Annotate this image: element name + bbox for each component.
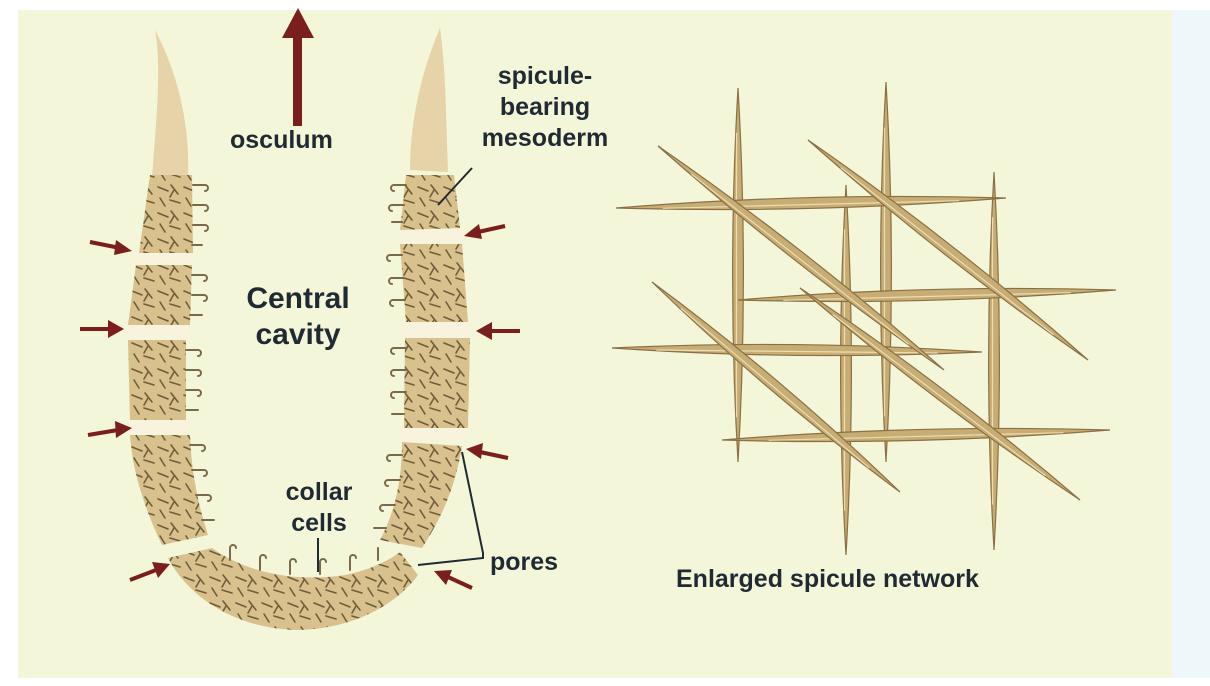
central-cavity-line-2: cavity <box>222 320 374 350</box>
pore-band <box>126 325 190 340</box>
central-cavity-label: Central cavity <box>222 284 374 350</box>
collar-cells-label: collar cells <box>264 480 374 536</box>
spicule-network-label: Enlarged spicule network <box>676 567 979 592</box>
osculum-label: osculum <box>230 128 333 153</box>
spicule-bearing-line-2: bearing <box>470 95 620 120</box>
collar-cells-line-2: cells <box>264 511 374 536</box>
central-cavity-line-1: Central <box>222 284 374 314</box>
pore-band <box>402 322 470 338</box>
pore-band <box>400 428 466 442</box>
pore-band <box>128 420 190 435</box>
right-wall-segment <box>404 338 470 428</box>
pore-band <box>136 253 196 265</box>
spicule-bearing-line-3: mesoderm <box>470 126 620 151</box>
pores-label: pores <box>490 550 558 575</box>
left-wall-segment <box>128 265 192 325</box>
right-wall-segment <box>400 244 468 322</box>
right-wall-segment <box>400 175 460 230</box>
spicule-bearing-line-1: spicule- <box>470 64 620 89</box>
collar-cells-line-1: collar <box>264 480 374 505</box>
spicule-bearing-mesoderm-label: spicule- bearing mesoderm <box>470 64 620 151</box>
right-strip <box>1172 10 1210 678</box>
pore-band <box>398 230 464 244</box>
left-wall-segment <box>128 340 186 420</box>
